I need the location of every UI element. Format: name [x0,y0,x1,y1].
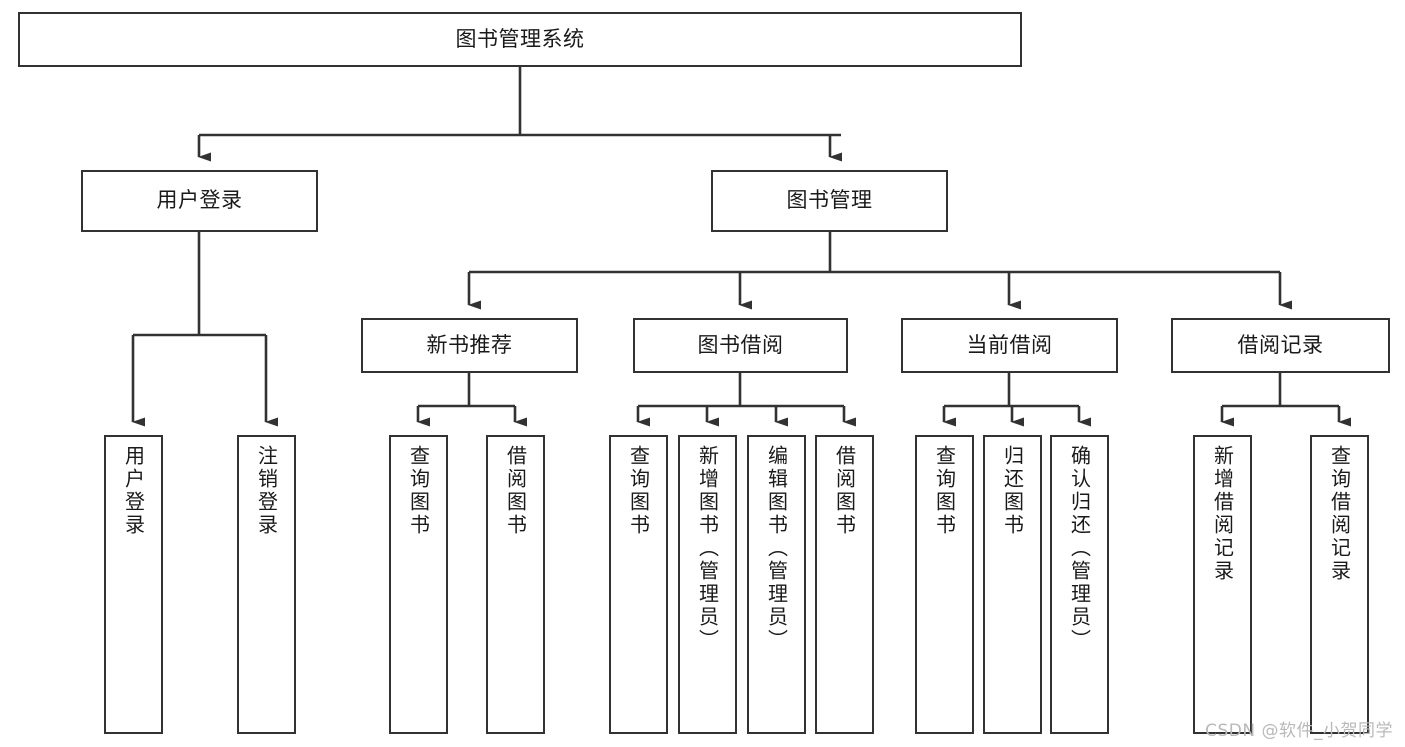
node-label: 新增借阅记录 [1210,445,1235,583]
node-label: 编辑图书（管理员） [764,445,789,652]
node-label: 借阅记录 [1237,332,1324,357]
node-leaf-query-book-2[interactable]: 查询图书 [609,435,668,734]
node-leaf-add-borrow-record[interactable]: 新增借阅记录 [1193,435,1252,734]
node-leaf-return-book[interactable]: 归还图书 [983,435,1042,734]
node-label: 当前借阅 [966,332,1053,357]
node-label: 注销登录 [254,445,279,537]
node-label: 用户登录 [156,188,243,213]
node-user-login[interactable]: 用户登录 [81,170,318,232]
node-label: 借阅图书 [503,445,528,537]
node-book-borrow[interactable]: 图书借阅 [633,318,848,373]
node-label: 查询图书 [406,445,431,537]
node-leaf-add-book[interactable]: 新增图书（管理员） [678,435,737,734]
node-leaf-borrow-book-1[interactable]: 借阅图书 [486,435,545,734]
node-book-management-system[interactable]: 图书管理系统 [18,12,1022,67]
node-label: 图书借阅 [697,332,784,357]
node-label: 用户登录 [121,445,146,537]
node-leaf-borrow-book-2[interactable]: 借阅图书 [815,435,874,734]
node-book-management[interactable]: 图书管理 [711,170,948,232]
node-leaf-query-borrow-record[interactable]: 查询借阅记录 [1310,435,1369,734]
node-label: 新书推荐 [426,332,513,357]
node-new-book-recommend[interactable]: 新书推荐 [361,318,578,373]
node-label: 查询借阅记录 [1327,445,1352,583]
node-label: 查询图书 [932,445,957,537]
node-leaf-user-login[interactable]: 用户登录 [104,435,163,734]
node-current-borrow[interactable]: 当前借阅 [901,318,1118,373]
node-label: 图书管理系统 [455,26,585,51]
node-label: 图书管理 [786,188,873,213]
node-label: 归还图书 [1000,445,1025,537]
node-leaf-query-book-1[interactable]: 查询图书 [389,435,448,734]
node-label: 查询图书 [626,445,651,537]
node-label: 借阅图书 [832,445,857,537]
node-borrow-record[interactable]: 借阅记录 [1171,318,1390,373]
node-leaf-logout-login[interactable]: 注销登录 [237,435,296,734]
node-leaf-confirm-return[interactable]: 确认归还（管理员） [1050,435,1109,734]
node-leaf-edit-book[interactable]: 编辑图书（管理员） [747,435,806,734]
node-leaf-query-book-3[interactable]: 查询图书 [915,435,974,734]
node-label: 新增图书（管理员） [695,445,720,652]
node-label: 确认归还（管理员） [1067,445,1092,652]
